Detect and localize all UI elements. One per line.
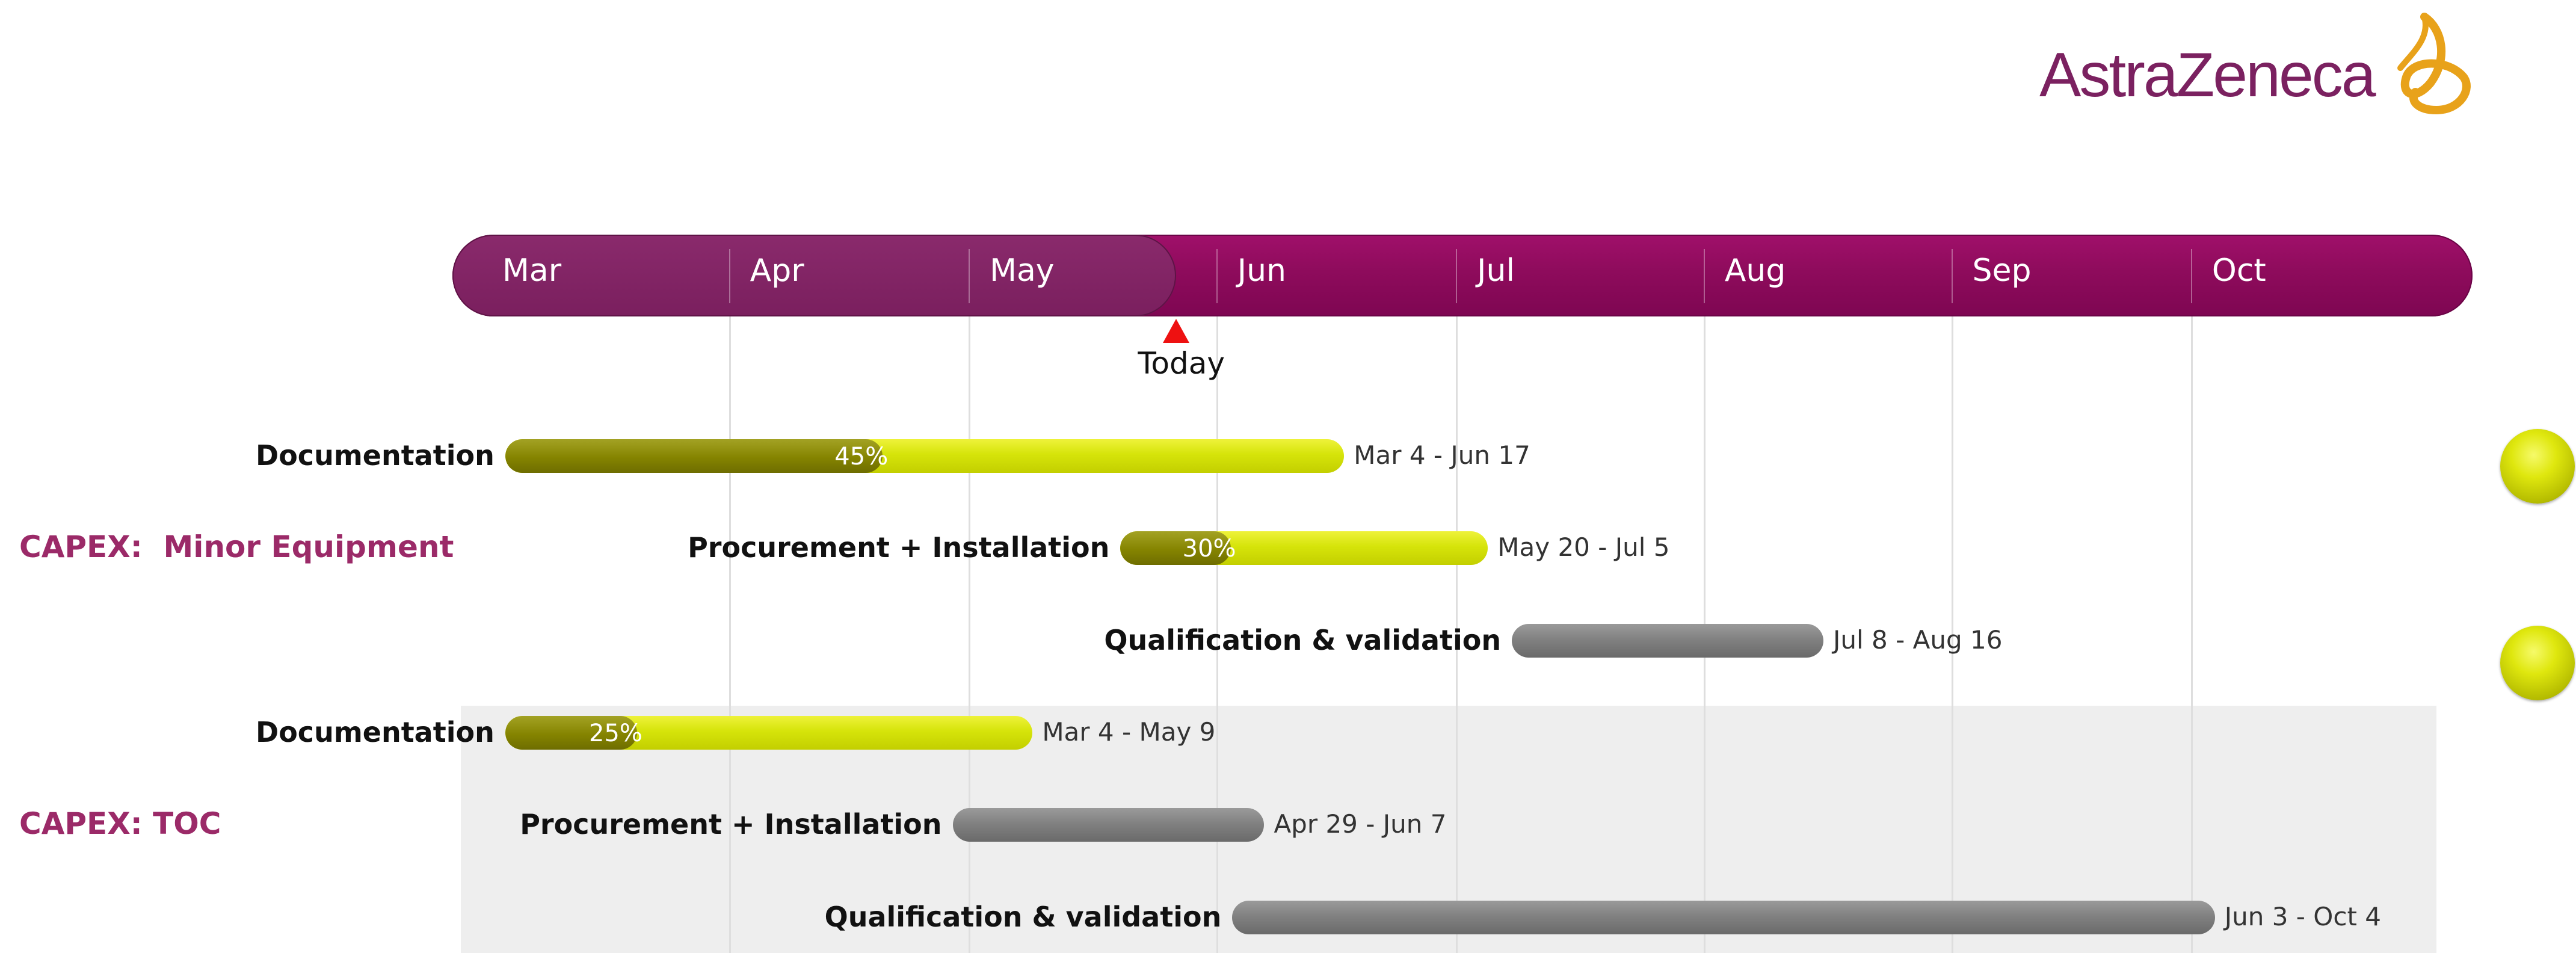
month-divider — [2190, 249, 2192, 303]
month-label: Sep — [1972, 253, 2032, 289]
task-dates: Apr 29 - Jun 7 — [1274, 809, 1447, 839]
month-gridline — [2190, 316, 2193, 953]
month-divider — [1951, 249, 1953, 303]
task-label: Documentation — [256, 439, 495, 472]
month-label: Jul — [1477, 253, 1515, 289]
month-label: Oct — [2211, 253, 2266, 289]
task-dates: Jul 8 - Aug 16 — [1833, 625, 2003, 655]
task-label: Qualification & validation — [1104, 623, 1502, 656]
progress-fill — [505, 715, 637, 750]
today-marker-icon — [1163, 319, 1190, 343]
month-gridline — [729, 316, 731, 953]
month-divider — [1216, 249, 1218, 303]
task-bar[interactable]: 25% — [505, 715, 1033, 750]
month-divider — [969, 249, 970, 303]
month-divider — [729, 249, 730, 303]
today-label: Today — [1138, 346, 1225, 381]
percent-complete-label: 45% — [834, 443, 889, 470]
task-label: Procurement + Installation — [688, 531, 1110, 564]
task-dates: Mar 4 - Jun 17 — [1354, 440, 1530, 470]
task-bar[interactable] — [952, 808, 1265, 842]
task-dates: Mar 4 - May 9 — [1042, 717, 1216, 747]
task-label: Documentation — [256, 715, 495, 748]
percent-complete-label: 30% — [1182, 535, 1236, 563]
month-divider — [1703, 249, 1705, 303]
task-bar[interactable]: 30% — [1120, 531, 1488, 566]
month-label: Mar — [502, 253, 562, 289]
group-label-toc: CAPEX: TOC — [19, 806, 221, 841]
progress-fill — [1120, 531, 1231, 566]
month-gridline — [1216, 316, 1218, 953]
progress-fill — [505, 439, 883, 473]
month-divider — [1456, 249, 1458, 303]
logo-mark-icon — [2397, 13, 2471, 115]
status-indicator-icon — [2500, 626, 2575, 700]
task-dates: Jun 3 - Oct 4 — [2224, 901, 2381, 931]
group-label-minor-equipment: CAPEX: Minor Equipment — [19, 529, 454, 564]
month-gridline — [969, 316, 971, 953]
astrazeneca-logo: AstraZeneca — [2039, 11, 2473, 125]
task-label: Qualification & validation — [824, 900, 1222, 933]
elapsed-period — [452, 235, 1177, 316]
status-indicator-icon — [2500, 429, 2575, 504]
logo-wordmark: AstraZeneca — [2039, 40, 2376, 110]
month-label: Apr — [750, 253, 804, 289]
month-gridline — [1951, 316, 1953, 953]
month-gridline — [1456, 316, 1458, 953]
percent-complete-label: 25% — [588, 719, 642, 747]
task-bar[interactable] — [1232, 900, 2215, 934]
task-dates: May 20 - Jul 5 — [1497, 532, 1670, 563]
task-bar[interactable] — [1512, 623, 1824, 658]
month-label: May — [990, 253, 1055, 289]
month-label: Aug — [1724, 253, 1786, 289]
task-bar[interactable]: 45% — [505, 439, 1345, 473]
month-label: Jun — [1237, 253, 1286, 289]
timescale-bar: Mar Apr May Jun Jul Aug Sep Oct — [452, 235, 2473, 316]
task-label: Procurement + Installation — [520, 808, 942, 841]
